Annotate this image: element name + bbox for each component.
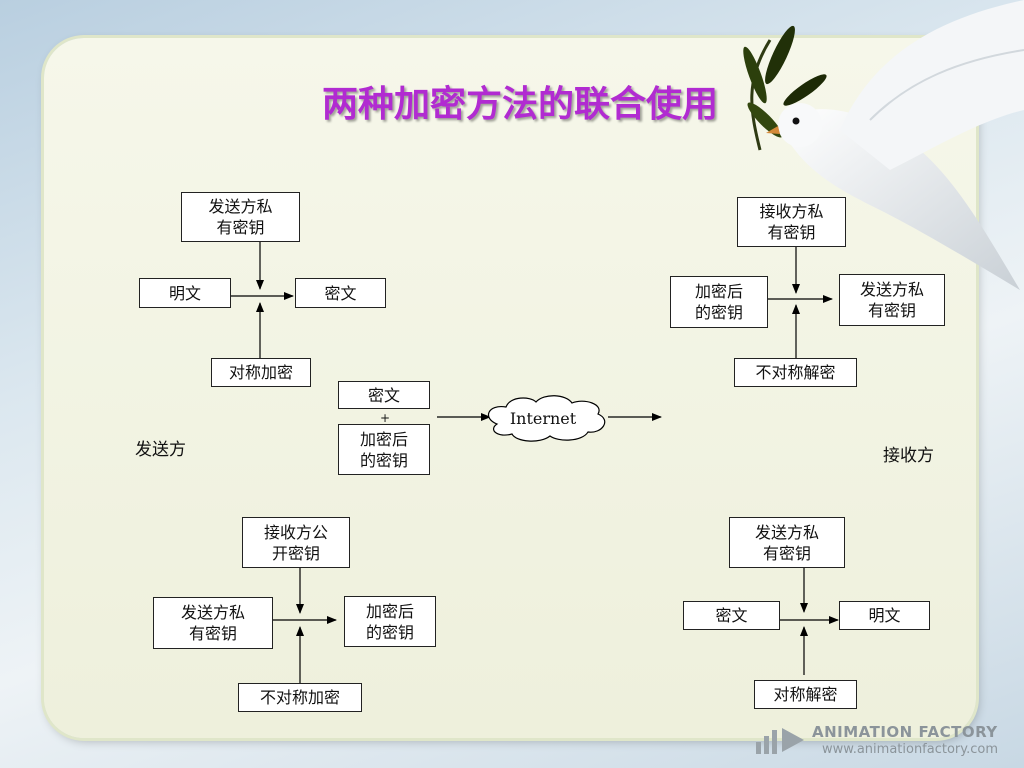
sender-bottom-input-box: 发送方私 有密钥: [153, 597, 273, 649]
sender-top-method-box: 对称加密: [211, 358, 311, 387]
sender-bottom-key-box: 接收方公 开密钥: [242, 517, 350, 568]
sender-top-output-box: 密文: [295, 278, 386, 308]
page-title: 两种加密方法的联合使用: [321, 84, 718, 125]
plus-sign: +: [380, 411, 391, 425]
center-bottom-box: 加密后 的密钥: [338, 424, 430, 475]
internet-cloud-icon: [487, 395, 606, 442]
dove-icon: [743, 0, 1024, 291]
receiver-bottom-output-box: 明文: [839, 601, 930, 630]
receiver-top-method-box: 不对称解密: [734, 358, 857, 387]
receiver-label: 接收方: [883, 446, 934, 466]
sender-top-input-box: 明文: [139, 278, 231, 308]
internet-label: Internet: [509, 409, 577, 428]
watermark-url: www.animationfactory.com: [822, 742, 999, 757]
watermark-brand: ANIMATION FACTORY: [812, 723, 998, 741]
sender-label: 发送方: [135, 440, 186, 460]
animation-factory-logo-icon: [756, 728, 804, 754]
receiver-bottom-key-box: 发送方私 有密钥: [729, 517, 845, 568]
receiver-bottom-input-box: 密文: [683, 601, 780, 630]
receiver-top-key-box: 接收方私 有密钥: [737, 197, 846, 247]
receiver-bottom-method-box: 对称解密: [754, 680, 857, 709]
receiver-top-output-box: 发送方私 有密钥: [839, 274, 945, 326]
center-top-box: 密文: [338, 381, 430, 409]
sender-bottom-output-box: 加密后 的密钥: [344, 596, 436, 647]
receiver-top-input-box: 加密后 的密钥: [670, 276, 768, 328]
sender-top-key-box: 发送方私 有密钥: [181, 192, 300, 242]
sender-bottom-method-box: 不对称加密: [238, 683, 362, 712]
